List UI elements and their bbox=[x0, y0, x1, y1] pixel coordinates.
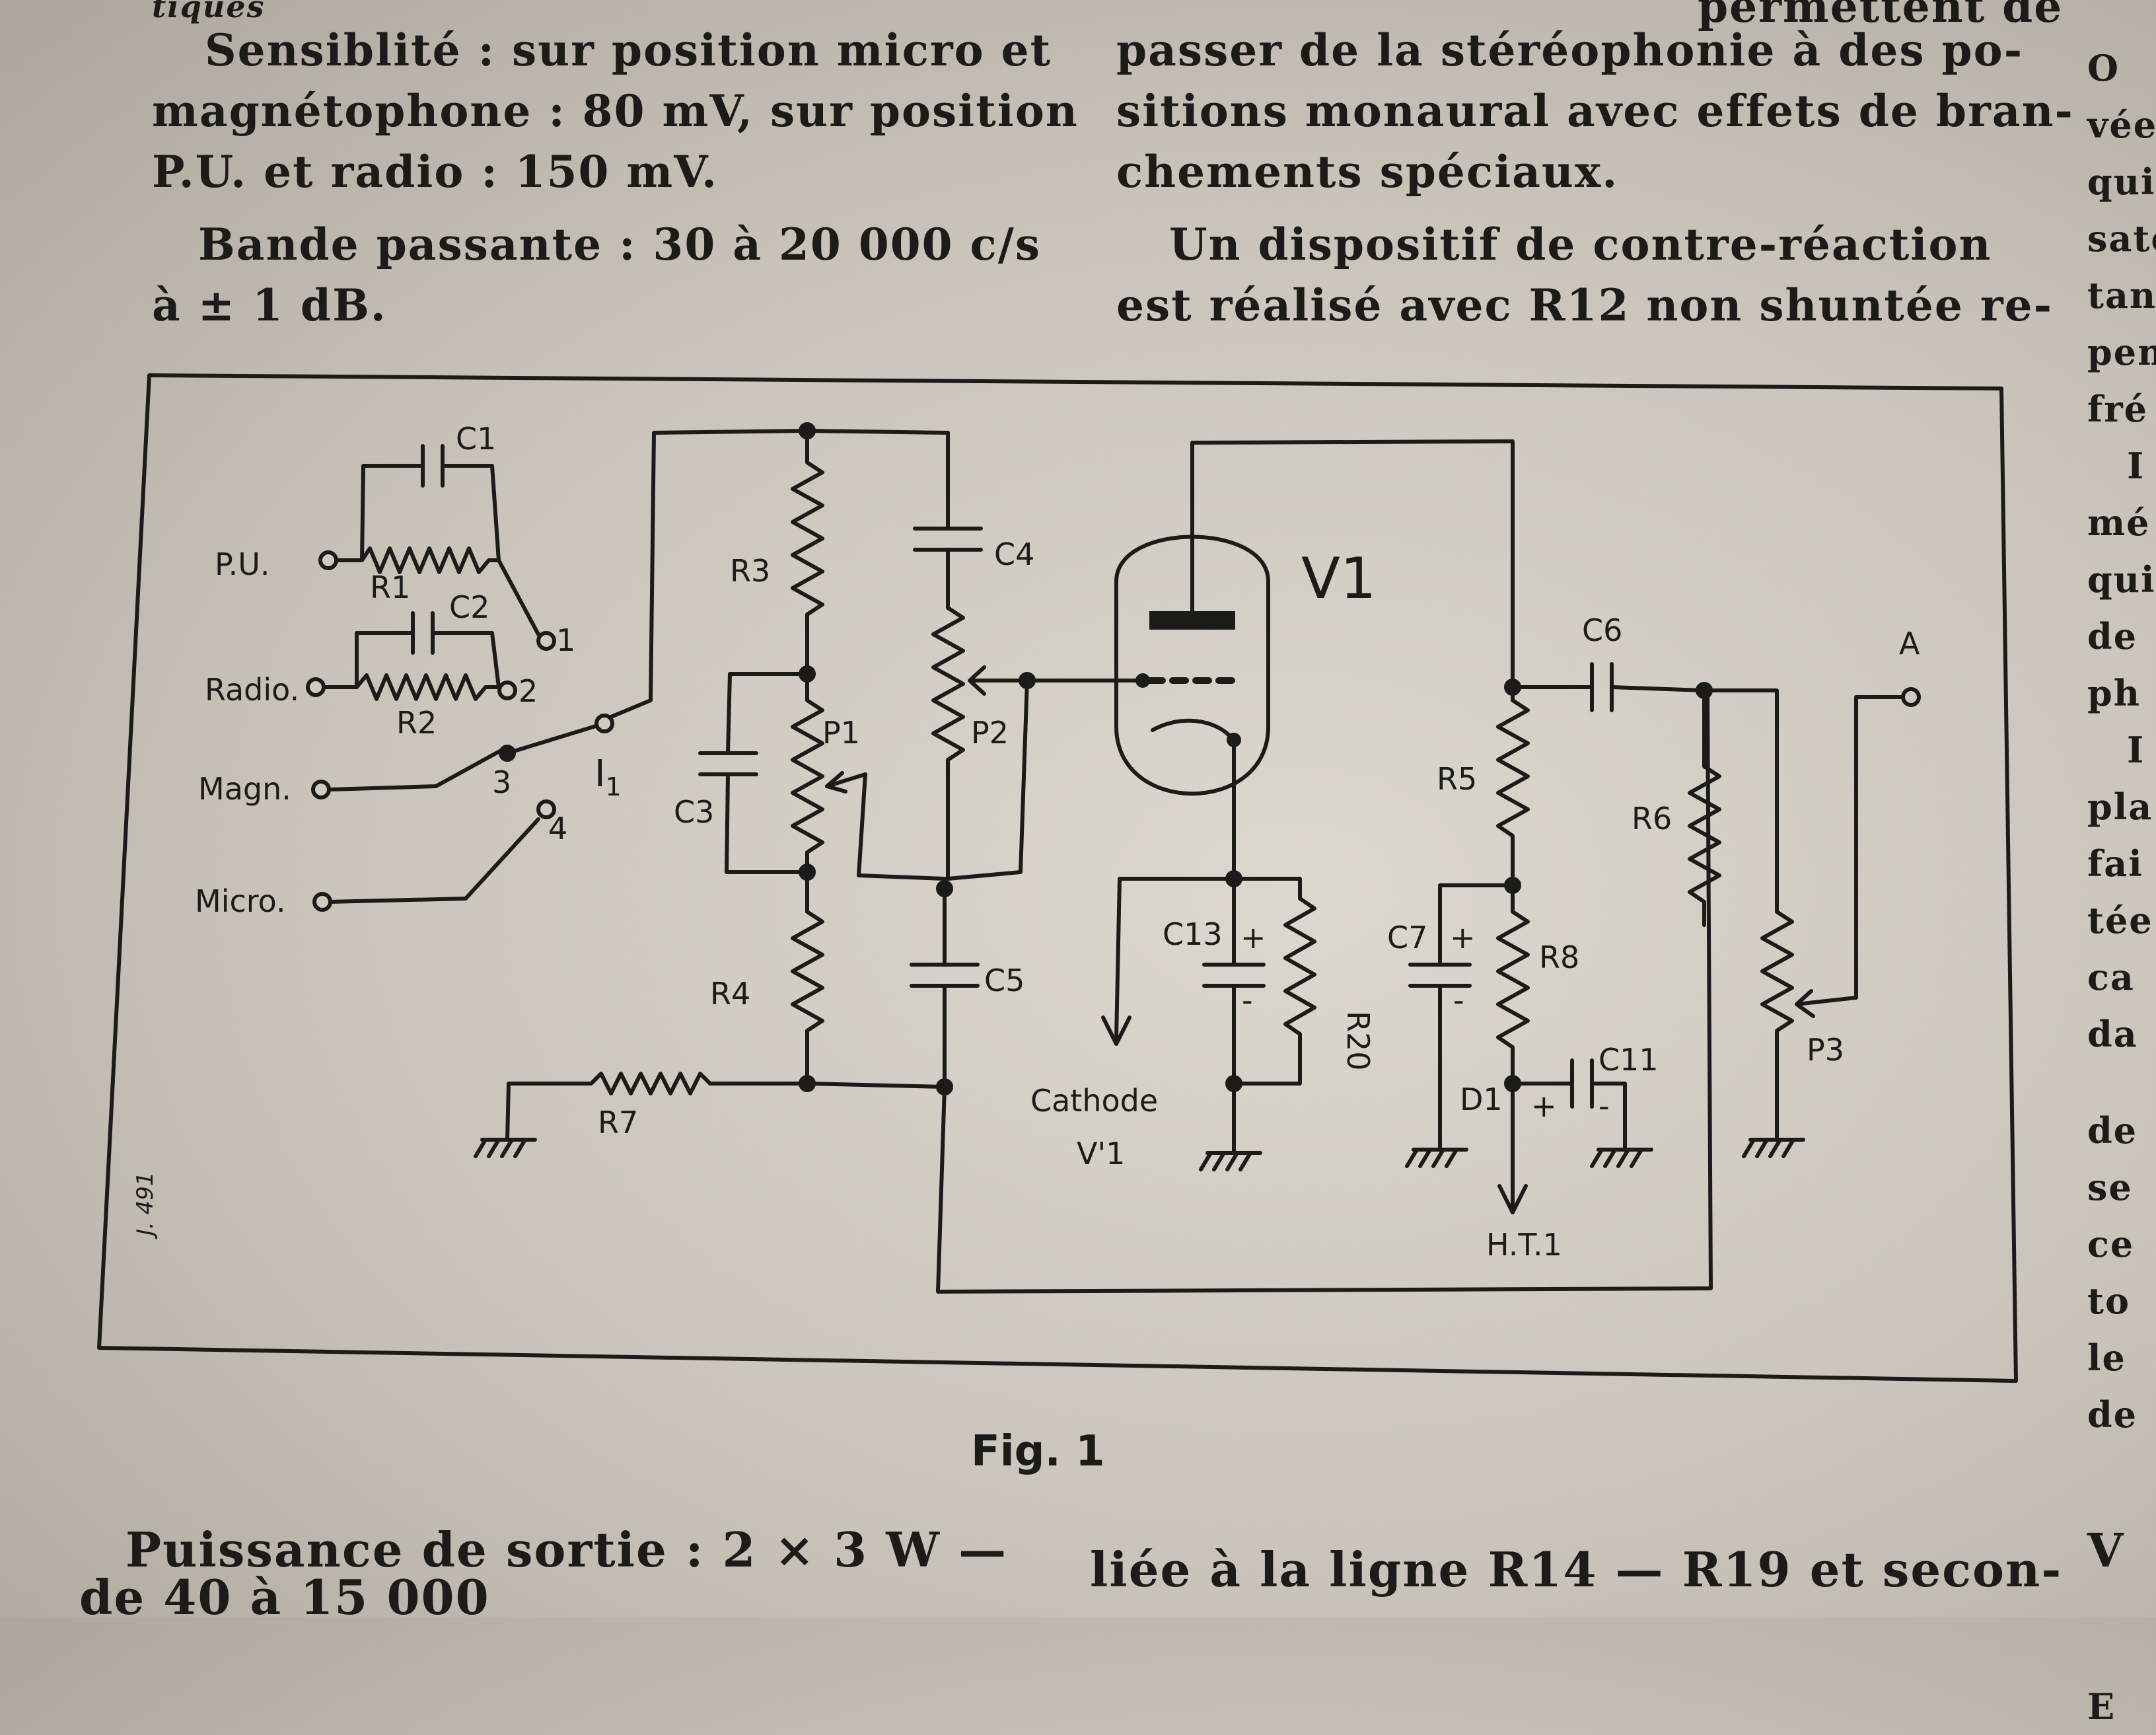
text-line: I bbox=[2127, 729, 2145, 771]
text-line: passer de la stéréophonie à des po- bbox=[1116, 24, 2024, 76]
label-c1: C1 bbox=[456, 421, 496, 457]
text-line: de bbox=[2087, 1109, 2138, 1152]
text-line: de 40 à 15 000 bbox=[79, 1569, 490, 1625]
text-line: mé bbox=[2087, 501, 2151, 544]
ht-label: H.T.1 bbox=[1486, 1227, 1562, 1263]
text-line: pen bbox=[2087, 331, 2156, 373]
switch-pos-2: 2 bbox=[519, 673, 538, 709]
label-r7: R7 bbox=[598, 1105, 638, 1140]
input-label-micro: Micro. bbox=[195, 883, 286, 919]
label-c2: C2 bbox=[449, 589, 489, 625]
label-d1: D1 bbox=[1460, 1082, 1503, 1117]
output-label-a: A bbox=[1899, 626, 1920, 661]
plus-sign: + bbox=[1531, 1088, 1557, 1124]
text-line: da bbox=[2087, 1013, 2138, 1055]
text-line: fré bbox=[2087, 388, 2149, 430]
label-r3: R3 bbox=[730, 553, 770, 589]
text-line: chements spéciaux. bbox=[1116, 146, 1619, 198]
right-column-text: permettent de passer de la stéréophonie … bbox=[1116, 0, 2074, 336]
label-r20: R20 bbox=[1340, 1011, 1376, 1071]
label-c5: C5 bbox=[984, 963, 1024, 998]
text-line: de bbox=[2087, 1393, 2138, 1436]
label-r4: R4 bbox=[710, 976, 750, 1012]
label-r1: R1 bbox=[370, 570, 410, 605]
switch-pos-1: 1 bbox=[556, 622, 575, 658]
text-line: to bbox=[2087, 1280, 2130, 1322]
label-c6: C6 bbox=[1582, 612, 1622, 648]
switch-pos-4: 4 bbox=[548, 811, 567, 846]
text-line: Bande passante : 30 à 20 000 c/s bbox=[198, 219, 1042, 270]
switch-label: I1 bbox=[594, 753, 622, 801]
label-r5: R5 bbox=[1437, 761, 1477, 797]
bottom-right-text: liée à la ligne R14 — R19 et secon- bbox=[1090, 1539, 2062, 1600]
text-line: qui bbox=[2087, 161, 2156, 203]
minus-sign: - bbox=[1453, 982, 1464, 1018]
text-line: pla bbox=[2087, 786, 2153, 828]
label-r2: R2 bbox=[396, 705, 437, 741]
left-column-text: tiques Sensiblité : sur position micro e… bbox=[152, 0, 1079, 336]
minus-sign: - bbox=[1242, 982, 1253, 1018]
minus-sign: - bbox=[1599, 1088, 1610, 1124]
input-label-pu: P.U. bbox=[215, 546, 270, 582]
text-line: fai bbox=[2087, 842, 2143, 885]
label-c13: C13 bbox=[1163, 916, 1223, 952]
label-p1: P1 bbox=[822, 715, 860, 751]
text-line: ce bbox=[2087, 1223, 2135, 1265]
plus-sign: + bbox=[1240, 920, 1266, 955]
switch-pos-3: 3 bbox=[492, 764, 511, 800]
text-line: sitions monaural avec effets de bran- bbox=[1116, 85, 2074, 137]
label-c4: C4 bbox=[994, 536, 1034, 572]
label-c7: C7 bbox=[1387, 920, 1427, 955]
bottom-left-text: Puissance de sortie : 2 × 3 W — de 40 à … bbox=[79, 1520, 1007, 1628]
text-line: magnétophone : 80 mV, sur position bbox=[152, 85, 1079, 137]
cathode-label: Cathode bbox=[1030, 1083, 1158, 1119]
figure-caption: Fig. 1 bbox=[971, 1427, 1105, 1476]
label-r6: R6 bbox=[1632, 801, 1672, 836]
label-c11: C11 bbox=[1599, 1042, 1659, 1078]
text-line: le bbox=[2087, 1337, 2126, 1379]
label-p3: P3 bbox=[1807, 1032, 1844, 1068]
input-label-magn: Magn. bbox=[198, 771, 291, 807]
text-line: tée bbox=[2087, 899, 2153, 941]
text-line: P.U. et radio : 150 mV. bbox=[152, 146, 718, 198]
label-c3: C3 bbox=[674, 794, 714, 830]
tube-label: V1 bbox=[1301, 546, 1377, 612]
text-line: sate bbox=[2087, 217, 2156, 260]
text-line: O bbox=[2087, 47, 2120, 89]
text-line: tan bbox=[2087, 274, 2156, 316]
text-line: V bbox=[2087, 1523, 2125, 1578]
circuit-schematic: P.U. Radio. Magn. Micro. C1 R1 C2 R2 1 2… bbox=[97, 373, 2018, 1383]
text-line: est réalisé avec R12 non shuntée re- bbox=[1116, 279, 2054, 331]
text-line: qui bbox=[2087, 558, 2156, 601]
text-line: ca bbox=[2087, 956, 2135, 998]
label-r8: R8 bbox=[1539, 940, 1579, 975]
text-line: liée à la ligne R14 — R19 et secon- bbox=[1090, 1541, 2063, 1598]
text-line: vée bbox=[2087, 104, 2156, 146]
text-line: tiques bbox=[152, 0, 266, 24]
plus-sign: + bbox=[1450, 920, 1476, 955]
label-p2: P2 bbox=[971, 715, 1009, 751]
text-line: Sensiblité : sur position micro et bbox=[205, 24, 1052, 76]
figure-frame bbox=[97, 373, 2018, 1383]
text-line: Puissance de sortie : 2 × 3 W — bbox=[126, 1522, 1008, 1578]
text-line: se bbox=[2087, 1166, 2133, 1208]
text-line: à ± 1 dB. bbox=[152, 279, 387, 331]
text-line: de bbox=[2087, 615, 2138, 657]
cathode-sub-label: V'1 bbox=[1077, 1136, 1125, 1171]
text-line: E bbox=[2087, 1685, 2116, 1728]
text-line: Un dispositif de contre-réaction bbox=[1169, 219, 1992, 270]
edge-column-text: O vée qui sate tan pen fré I mé qui de p… bbox=[2087, 40, 2156, 1735]
text-line: ph bbox=[2087, 672, 2141, 714]
text-line: I bbox=[2127, 445, 2145, 487]
input-label-radio: Radio. bbox=[205, 672, 299, 708]
